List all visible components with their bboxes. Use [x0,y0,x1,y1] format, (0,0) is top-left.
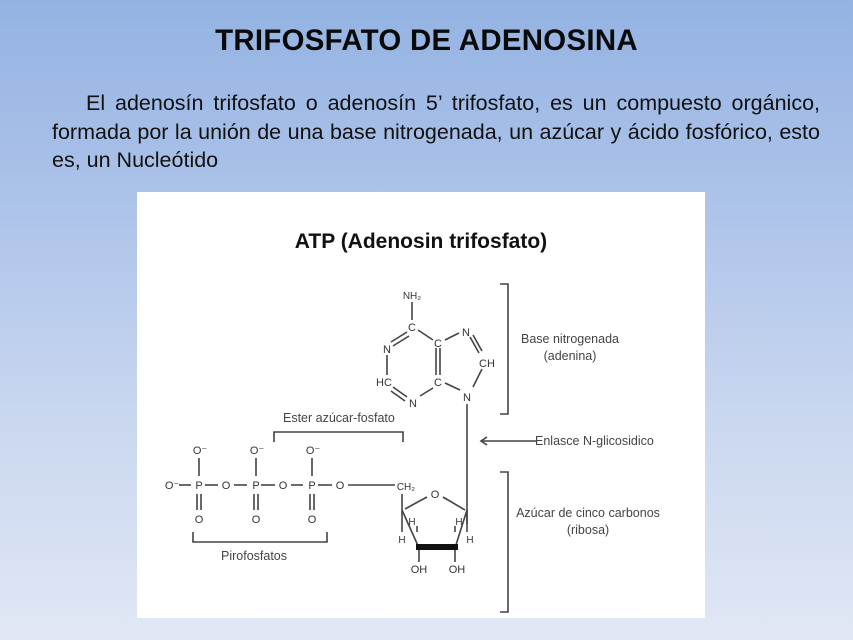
atom-o-bridge-1: O [222,480,231,492]
atp-molecule-diagram: NH₂ C N HC N C C N CH N O⁻ P O P O P O O… [165,283,537,613]
atp-structure-figure: ATP (Adenosin trifosfato) [137,192,705,618]
atom-ch2: CH₂ [397,482,415,493]
atom-c4: C [434,377,442,389]
slide-title: TRIFOSFATO DE ADENOSINA [215,24,638,57]
label-ester-azucar-fosfato: Ester azúcar-fosfato [283,411,395,425]
atom-n9: N [463,392,471,404]
label-enlace-glicosidico: Enlasce N-glicosidico [535,434,654,448]
label-base-line1: Base nitrogenada [521,332,619,346]
figure-title: ATP (Adenosin trifosfato) [294,230,548,253]
atom-h-c3-top: H [408,517,415,528]
atom-p-gamma: P [195,480,202,492]
atom-o-double-2: O [252,514,261,526]
atom-h-c2-top: H [455,517,462,528]
label-sugar-line1: Azúcar de cinco carbonos [516,506,660,520]
label-base-line2: (adenina) [543,349,597,363]
atom-o-minus-1: O⁻ [193,445,208,457]
atom-p-beta: P [252,480,259,492]
atom-p-alpha: P [308,480,315,492]
atom-oh-3: OH [411,564,428,576]
label-pirofosfatos: Pirofosfatos [221,549,288,563]
atom-n7: N [462,327,470,339]
slide-paragraph: El adenosín trifosfato o adenosín 5’ tri… [52,91,820,172]
atom-o-double-3: O [308,514,317,526]
atom-o-ring: O [431,489,440,501]
atom-o-bridge-2: O [279,480,288,492]
atom-o-minus-3: O⁻ [306,445,321,457]
atom-oh-2: OH [449,564,466,576]
atom-o-minus-2: O⁻ [250,445,265,457]
label-azucar: Azúcar de cinco carbonos (ribosa) [513,505,663,539]
atom-n1: N [383,344,391,356]
atom-h-c4: H [398,535,405,546]
atom-h-c1: H [466,535,473,546]
atom-o-double-1: O [195,514,204,526]
atom-n3: N [409,398,417,410]
atom-o-ester: O [336,480,345,492]
atom-o-minus-terminal: O⁻ [165,480,180,492]
atom-c6: C [408,322,416,334]
atom-ch8: CH [479,358,495,370]
atom-nh2: NH₂ [403,291,421,302]
atom-c5: C [434,338,442,350]
label-base-nitrogenada: Base nitrogenada (adenina) [515,331,625,365]
atom-hc2: HC [376,377,392,389]
label-sugar-line2: (ribosa) [566,523,610,537]
